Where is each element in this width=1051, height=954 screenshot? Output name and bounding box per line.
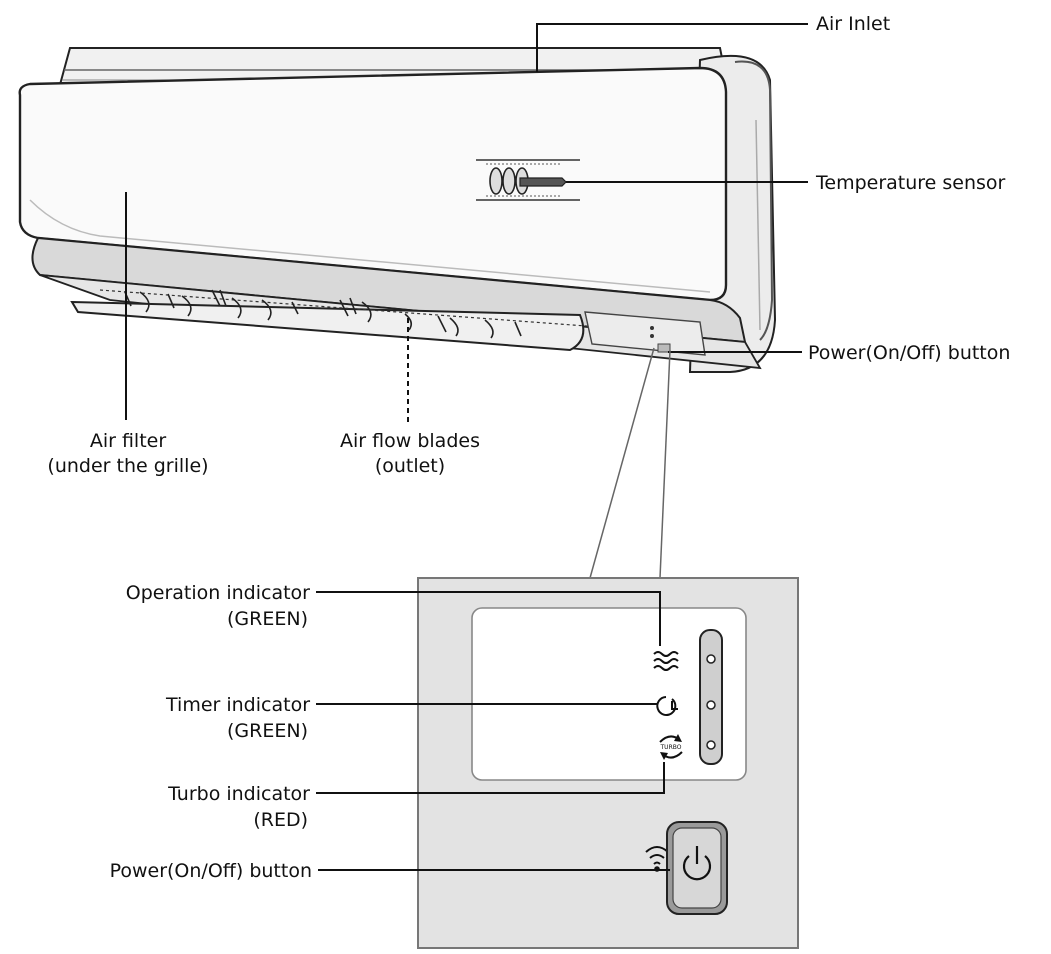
label-operation-line1: Operation indicator: [126, 582, 310, 604]
turbo-icon-text: TURBO: [660, 744, 682, 751]
label-operation-line2: (GREEN): [227, 608, 308, 630]
timer-clock-icon: [656, 696, 678, 716]
temperature-sensor: [476, 159, 580, 201]
turbo-arrows-icon: TURBO: [659, 734, 683, 760]
label-air-inlet: Air Inlet: [816, 13, 890, 35]
indoor-unit: [18, 47, 777, 373]
label-turbo-line1: Turbo indicator: [167, 783, 310, 805]
callout-lines-panel: [316, 591, 670, 871]
operation-wave-icon: [653, 651, 679, 671]
label-air-filter-line2: (under the grille): [47, 455, 208, 477]
label-power-button-top: Power(On/Off) button: [808, 342, 1010, 364]
label-air-filter-line1: Air filter: [90, 430, 167, 452]
callout-lines-top: [125, 23, 808, 579]
control-panel-zoom: TURBO: [417, 577, 799, 949]
label-timer-line1: Timer indicator: [165, 694, 310, 716]
power-button[interactable]: [666, 821, 728, 915]
label-timer-line2: (GREEN): [227, 720, 308, 742]
label-temperature-sensor: Temperature sensor: [815, 172, 1006, 194]
label-power-button-panel: Power(On/Off) button: [110, 860, 312, 882]
label-air-flow-line2: (outlet): [375, 455, 445, 477]
power-icon: [682, 846, 712, 881]
label-turbo-line2: (RED): [253, 809, 308, 831]
label-air-flow-line1: Air flow blades: [340, 430, 480, 452]
air-flow-blades: [124, 289, 522, 339]
